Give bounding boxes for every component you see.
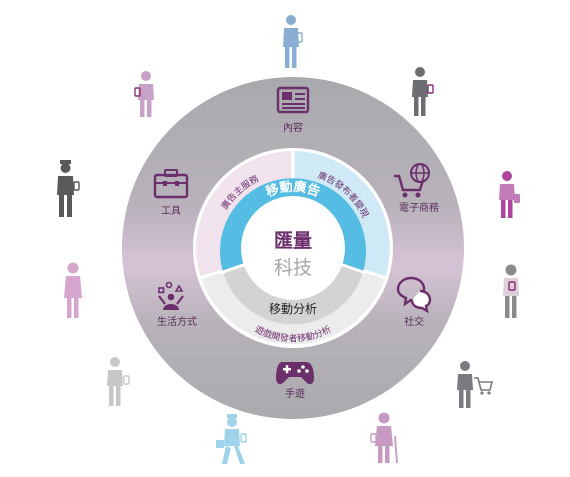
sector-social-label: 社交 (404, 315, 424, 328)
person-figure (457, 361, 494, 408)
person-figure (412, 67, 434, 116)
person-figure (64, 262, 82, 318)
shopping-cart-icon (394, 163, 430, 198)
sector-tools-label: 工具 (161, 205, 181, 217)
person-figure (370, 412, 398, 464)
toolbox-icon (153, 169, 189, 199)
gamepad-icon (276, 362, 314, 385)
person-figure (216, 414, 247, 464)
person-figure (107, 357, 130, 406)
person-figure (499, 171, 520, 218)
chat-bubbles-icon (396, 276, 432, 314)
center-disc (241, 196, 345, 300)
person-figure (503, 264, 519, 318)
sector-games-label: 手遊 (285, 387, 305, 400)
lifestyle-icon (158, 281, 184, 310)
sector-lifestyle-label: 生活方式 (157, 315, 197, 328)
person-figure (57, 160, 80, 217)
person-figure (134, 71, 154, 117)
sector-ecommerce-label: 電子商務 (399, 201, 439, 214)
person-figure (283, 15, 303, 68)
center-title-line1: 匯量 (274, 230, 312, 252)
mobile-analytics-label: 移動分析 (269, 302, 317, 316)
sector-content-label: 內容 (283, 121, 303, 134)
center-title-line2: 科技 (274, 257, 312, 279)
newspaper-icon (276, 86, 310, 114)
